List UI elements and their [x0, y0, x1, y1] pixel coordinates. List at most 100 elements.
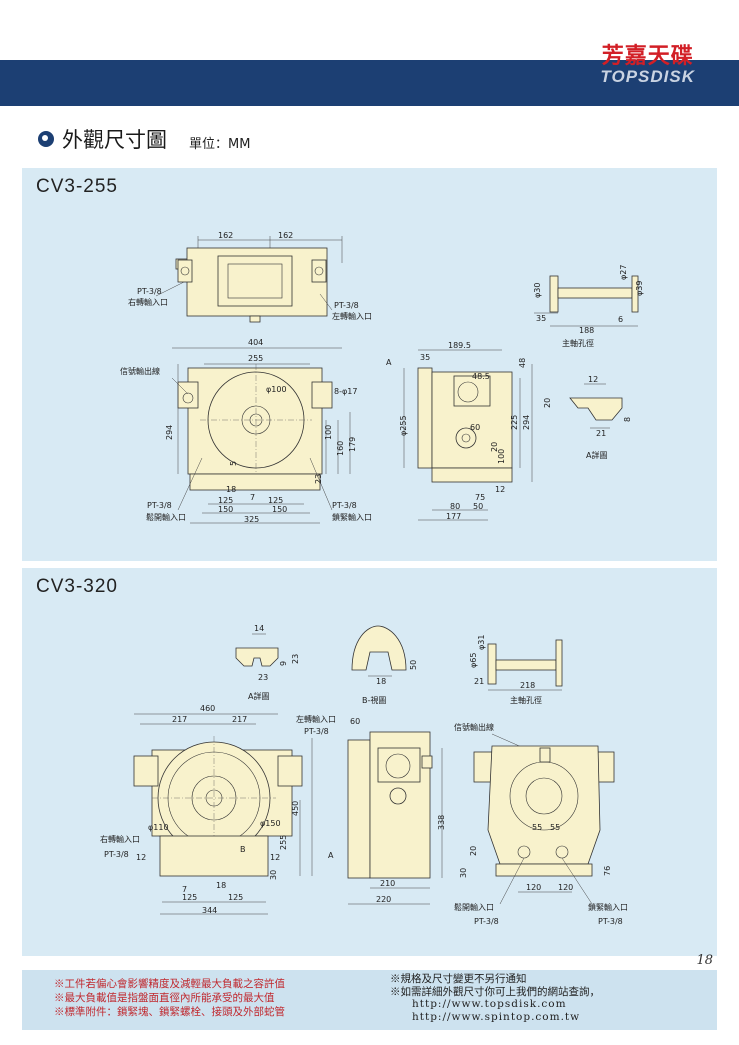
- svg-text:B: B: [240, 845, 246, 854]
- svg-text:20: 20: [543, 398, 552, 408]
- brand-name-cn: 芳嘉天碟: [601, 43, 694, 69]
- detail-a: 14 9 23 23 A詳圖: [235, 624, 300, 701]
- svg-text:325: 325: [244, 515, 259, 524]
- svg-text:18: 18: [376, 677, 386, 686]
- svg-text:12: 12: [588, 375, 598, 384]
- svg-text:鬆開輸入口: 鬆開輸入口: [146, 512, 186, 522]
- model-panel-cv3-255: CV3-255 162 162 PT-3/8 右轉輸入口 PT-3/8 左轉輸入…: [22, 168, 717, 561]
- svg-text:18: 18: [226, 485, 236, 494]
- svg-text:A: A: [386, 358, 392, 367]
- svg-text:信號輸出線: 信號輸出線: [120, 366, 160, 376]
- svg-text:188: 188: [579, 326, 594, 335]
- svg-text:φ255: φ255: [399, 415, 408, 436]
- detail-b: 50 18 B-視圖: [351, 625, 418, 705]
- svg-text:主軸孔徑: 主軸孔徑: [562, 338, 594, 348]
- svg-text:18: 18: [216, 881, 226, 890]
- cv3-255-drawing: 162 162 PT-3/8 右轉輸入口 PT-3/8 左轉輸入口 35: [120, 231, 644, 524]
- svg-text:55: 55: [532, 823, 542, 832]
- notice-line: ※如需詳細外觀尺寸你可上我們的網站查詢，: [390, 985, 600, 998]
- svg-text:B-視圖: B-視圖: [362, 696, 386, 705]
- svg-text:404: 404: [248, 338, 263, 347]
- spindle-detail: φ65 φ31 21 218 主軸孔徑: [469, 635, 563, 705]
- svg-text:φ65: φ65: [469, 653, 478, 668]
- svg-text:220: 220: [376, 895, 391, 904]
- model-panel-cv3-320: CV3-320 14 9 23 23 A詳圖 50 18 B-視圖 φ65 φ3…: [22, 568, 717, 956]
- svg-text:76: 76: [603, 866, 612, 876]
- svg-text:177: 177: [446, 512, 461, 521]
- svg-text:125: 125: [218, 496, 233, 505]
- svg-text:23: 23: [314, 474, 323, 484]
- page-title: 外觀尺寸圖: [62, 128, 167, 152]
- svg-text:6: 6: [618, 315, 623, 324]
- svg-text:450: 450: [291, 801, 300, 816]
- svg-text:23: 23: [258, 673, 268, 682]
- website-link-spintop[interactable]: http://www.spintop.com.tw: [412, 1010, 581, 1023]
- section-heading: 外觀尺寸圖 單位：MM: [38, 124, 250, 154]
- unit-label: 單位：MM: [189, 136, 251, 152]
- svg-text:120: 120: [558, 883, 573, 892]
- svg-text:125: 125: [182, 893, 197, 902]
- svg-text:60: 60: [470, 423, 480, 432]
- bullet-icon: [38, 131, 54, 147]
- svg-text:35: 35: [536, 314, 546, 323]
- brand-logo: 芳嘉天碟 TOPSDISK: [600, 44, 695, 86]
- svg-text:30: 30: [269, 870, 278, 880]
- svg-text:294: 294: [522, 415, 531, 430]
- svg-text:21: 21: [596, 429, 606, 438]
- svg-text:右轉輸入口: 右轉輸入口: [100, 834, 140, 844]
- svg-text:255: 255: [279, 835, 288, 850]
- svg-text:50: 50: [473, 502, 483, 511]
- svg-text:φ110: φ110: [148, 823, 169, 832]
- svg-text:460: 460: [200, 704, 215, 713]
- svg-text:48.5: 48.5: [472, 372, 490, 381]
- svg-text:12: 12: [270, 853, 280, 862]
- svg-text:12: 12: [136, 853, 146, 862]
- svg-text:PT-3/8: PT-3/8: [304, 727, 329, 736]
- side-view: A 189.5 35 48 48.5 φ255 225 294 60 20 10…: [386, 341, 533, 521]
- svg-text:150: 150: [218, 505, 233, 514]
- page-number: 18: [696, 953, 713, 968]
- svg-text:5: 5: [229, 461, 238, 466]
- svg-text:48: 48: [518, 358, 527, 368]
- svg-text:338: 338: [437, 815, 446, 830]
- front-view: 404 255 信號輸出線 φ100 8-φ17 294 100 160 179: [120, 338, 372, 524]
- svg-text:225: 225: [510, 415, 519, 430]
- svg-text:鎖緊輸入口: 鎖緊輸入口: [588, 902, 628, 912]
- svg-text:9: 9: [279, 661, 288, 666]
- svg-text:A詳圖: A詳圖: [248, 691, 269, 701]
- svg-text:φ30: φ30: [533, 283, 542, 298]
- svg-text:35: 35: [420, 353, 430, 362]
- header-bar: [0, 60, 739, 106]
- note-line: ※工件若偏心會影響精度及減輕最大負載之容許值: [54, 978, 285, 990]
- svg-text:φ150: φ150: [260, 819, 281, 828]
- svg-text:160: 160: [336, 441, 345, 456]
- svg-text:鎖緊輸入口: 鎖緊輸入口: [332, 512, 372, 522]
- svg-text:PT-3/8: PT-3/8: [474, 917, 499, 926]
- note-line: ※標準附件：鎖緊塊、鎖緊螺栓、接頭及外部蛇管: [54, 1006, 285, 1018]
- svg-text:125: 125: [268, 496, 283, 505]
- svg-text:8-φ17: 8-φ17: [334, 387, 357, 396]
- svg-text:8: 8: [623, 417, 632, 422]
- note-line: ※最大負載值是指盤面直徑內所能承受的最大值: [54, 992, 275, 1004]
- svg-text:162: 162: [278, 231, 293, 240]
- website-link-topsdisk[interactable]: http://www.topsdisk.com: [412, 998, 567, 1010]
- svg-text:218: 218: [520, 681, 535, 690]
- svg-text:12: 12: [495, 485, 505, 494]
- svg-text:PT-3/8: PT-3/8: [137, 287, 162, 296]
- svg-text:PT-3/8: PT-3/8: [598, 917, 623, 926]
- detail-a: 12 20 8 21 A詳圖: [543, 375, 632, 460]
- front-view: 460 217 217 左轉輸入口 PT-3/8 60 φ110 φ150 45…: [100, 704, 360, 915]
- model-name: CV3-320: [36, 576, 118, 597]
- cv3-320-drawing: 14 9 23 23 A詳圖 50 18 B-視圖 φ65 φ31 21 218…: [100, 624, 628, 926]
- svg-text:217: 217: [172, 715, 187, 724]
- svg-text:PT-3/8: PT-3/8: [334, 301, 359, 310]
- footer-notes: ※工件若偏心會影響精度及減輕最大負載之容許值 ※最大負載值是指盤面直徑內所能承受…: [22, 970, 717, 1030]
- svg-text:20: 20: [490, 442, 499, 452]
- svg-text:14: 14: [254, 624, 264, 633]
- svg-text:75: 75: [475, 493, 485, 502]
- svg-text:φ31: φ31: [477, 635, 486, 650]
- brand-name-en: TOPSDISK: [600, 67, 695, 86]
- svg-text:PT-3/8: PT-3/8: [104, 850, 129, 859]
- svg-text:PT-3/8: PT-3/8: [332, 501, 357, 510]
- svg-text:φ39: φ39: [635, 281, 644, 296]
